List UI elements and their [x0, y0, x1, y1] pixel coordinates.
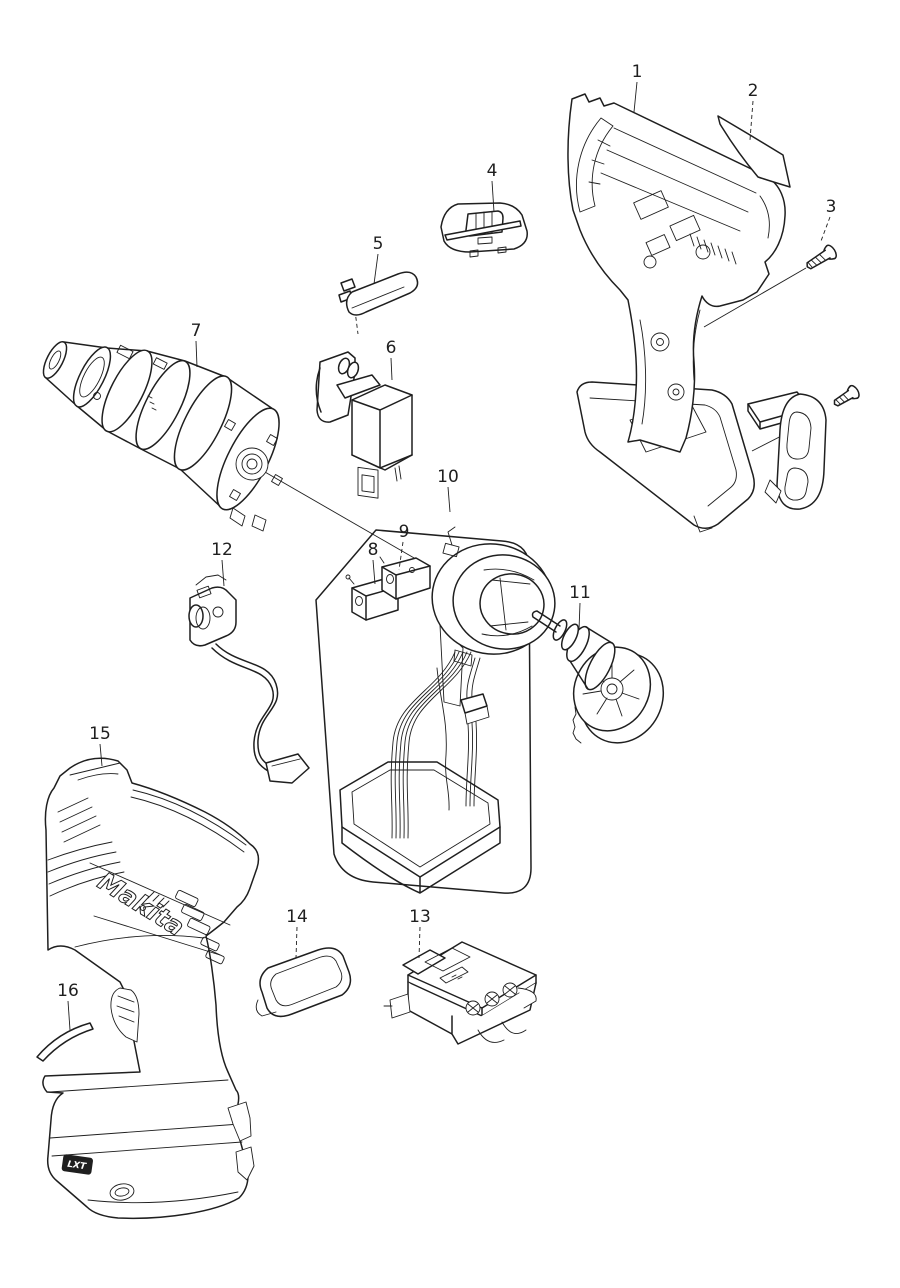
field-stator-and-leads — [390, 526, 556, 839]
part-2-name-plate — [717, 115, 791, 188]
callout-10: 10 — [437, 467, 459, 487]
grip-pads — [175, 889, 225, 965]
callout-2: 2 — [748, 81, 759, 101]
hook-screw — [833, 384, 860, 407]
part-15-housing-set: Makita LXT — [42, 757, 260, 1220]
molded-texture — [147, 891, 170, 908]
part-11-armature — [531, 610, 665, 744]
part-16-label — [36, 1022, 94, 1062]
part-7-gear-assembly — [42, 341, 283, 532]
part-14-terminal-cover — [255, 947, 352, 1018]
contact-rail-hatching — [689, 233, 737, 265]
callout-4: 4 — [487, 161, 498, 181]
callout-6: 6 — [386, 338, 397, 358]
callout-5: 5 — [373, 234, 384, 254]
part-4-change-knob — [440, 202, 528, 258]
callout-15: 15 — [89, 724, 111, 744]
part-10-assembly-boundary — [315, 529, 532, 894]
callout-16: 16 — [57, 981, 79, 1001]
part-9-board — [379, 556, 431, 600]
part-1-housing-half — [567, 93, 786, 533]
callout-14: 14 — [286, 907, 308, 927]
part-3-screw — [806, 244, 837, 270]
callout-9: 9 — [399, 522, 410, 542]
part-6-switch — [315, 351, 413, 499]
controller-base-plate — [339, 761, 501, 894]
callout-12: 12 — [211, 540, 233, 560]
callout-11: 11 — [569, 583, 591, 603]
fan-spokes — [582, 659, 640, 717]
part-12-led-circuit — [188, 574, 310, 784]
battery-badge-text: LXT — [67, 1160, 88, 1173]
vent-slits — [57, 797, 101, 843]
callout-3: 3 — [826, 197, 837, 217]
callout-8: 8 — [368, 540, 379, 560]
battery-badge: LXT — [61, 1154, 93, 1175]
callout-13: 13 — [409, 907, 431, 927]
belt-hook-clip — [747, 391, 827, 510]
part-5-reversing-lever — [338, 271, 419, 316]
part-13-terminal-block — [383, 941, 537, 1045]
callout-7: 7 — [191, 321, 202, 341]
callout-1: 1 — [632, 62, 643, 82]
callouts: 1 2 3 4 5 6 7 8 9 10 11 12 13 14 15 16 — [57, 62, 837, 1031]
